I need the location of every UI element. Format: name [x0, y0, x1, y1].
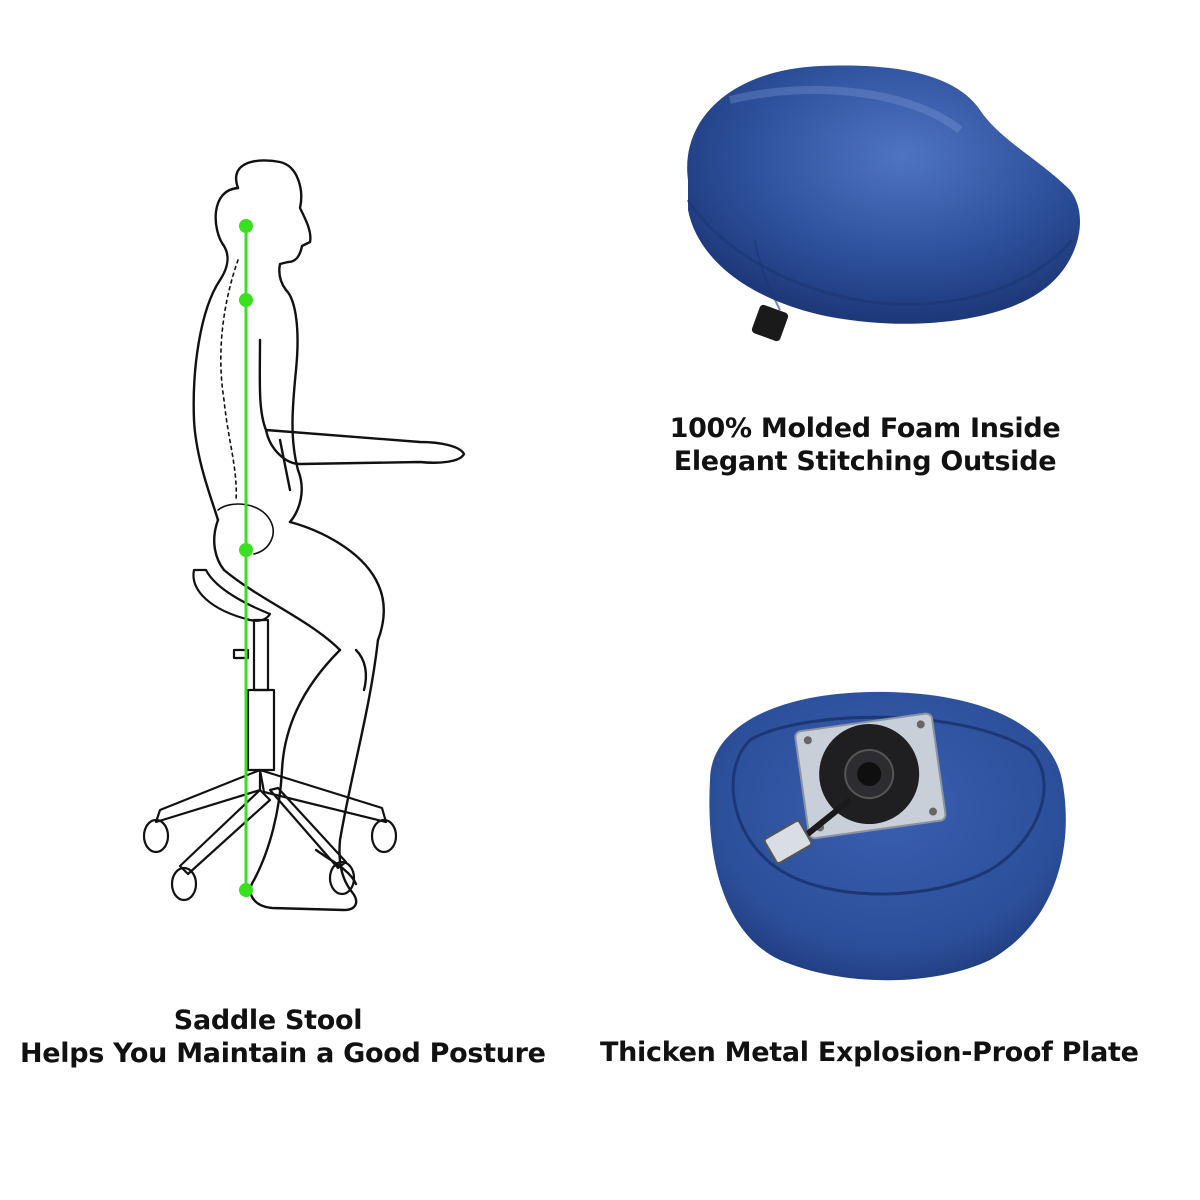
seat-bottom-caption-line1: Thicken Metal Explosion-Proof Plate [600, 1037, 1139, 1068]
posture-line [239, 219, 253, 897]
posture-illustration [120, 150, 500, 940]
saddle-seat-icon [686, 65, 1080, 342]
seat-underside-plate-icon [709, 691, 1066, 981]
posture-caption: Saddle Stool Helps You Maintain a Good P… [20, 1004, 546, 1070]
posture-caption-line2: Helps You Maintain a Good Posture [20, 1038, 546, 1069]
posture-caption-line1: Saddle Stool [173, 1005, 363, 1036]
seat-top-caption-line1: 100% Molded Foam Inside [669, 413, 1061, 444]
seat-top-caption: 100% Molded Foam Inside Elegant Stitchin… [640, 412, 1090, 478]
seat-top-image [660, 40, 1090, 370]
seat-top-caption-line2: Elegant Stitching Outside [673, 446, 1057, 477]
seat-bottom-caption: Thicken Metal Explosion-Proof Plate [600, 1036, 1139, 1069]
seated-figure-spine-icon [142, 159, 466, 912]
seat-bottom-image [690, 670, 1080, 990]
